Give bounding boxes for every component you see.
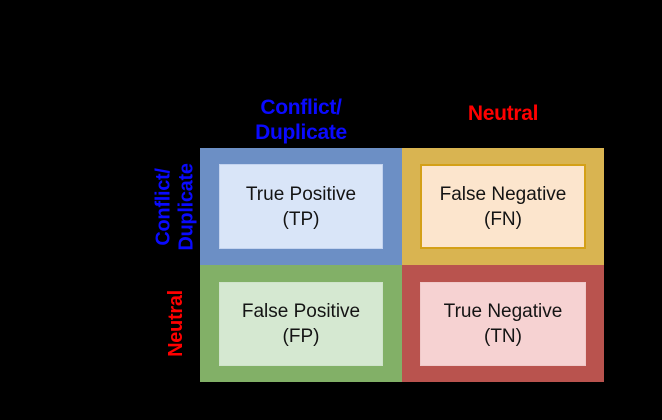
row-header-neutral: Neutral [164, 290, 187, 357]
matrix-cell-true-positive-label: True Positive (TP) [219, 164, 383, 249]
matrix-cell-false-negative-label: False Negative (FN) [420, 164, 586, 249]
row-header-neutral-wrapper: Neutral [152, 265, 200, 382]
matrix-cell-false-positive-label: False Positive (FP) [219, 281, 383, 366]
column-header-conflict-duplicate: Conflict/ Duplicate [255, 96, 347, 144]
matrix-cell-false-positive: False Positive (FP) [200, 265, 402, 382]
row-header-conflict-duplicate-wrapper: Conflict/ Duplicate [152, 148, 200, 265]
matrix-cell-true-negative: True Negative (TN) [402, 265, 604, 382]
matrix-cell-false-negative: False Negative (FN) [402, 148, 604, 265]
row-header-conflict-duplicate: Conflict/ Duplicate [153, 162, 199, 251]
matrix-cell-true-positive: True Positive (TP) [200, 148, 402, 265]
confusion-matrix-grid: True Positive (TP) False Negative (FN) F… [200, 148, 604, 382]
column-header-neutral: Neutral [467, 102, 539, 125]
matrix-cell-true-negative-label: True Negative (TN) [420, 281, 586, 366]
